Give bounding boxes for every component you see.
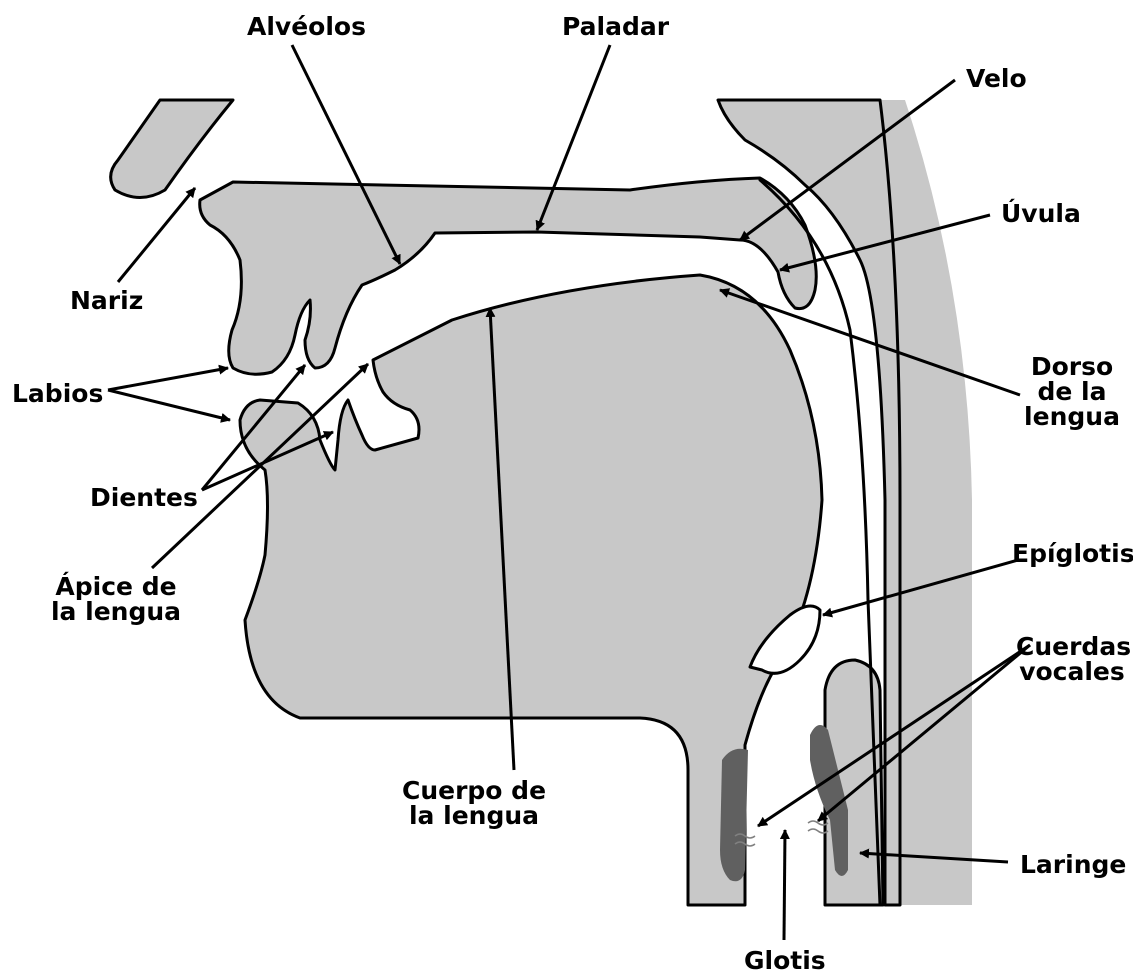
leader-glotis bbox=[784, 830, 785, 940]
label-dorso-line-1: Dorso bbox=[1024, 354, 1120, 379]
label-dorso: Dorso de la lengua bbox=[1024, 354, 1120, 429]
label-uvula: Úvula bbox=[1001, 201, 1081, 226]
label-cuerdas: Cuerdas vocales bbox=[1016, 634, 1128, 684]
label-cuerdas-line-2: vocales bbox=[1016, 659, 1128, 684]
label-dorso-line-2: de la bbox=[1024, 379, 1120, 404]
label-paladar: Paladar bbox=[562, 14, 669, 39]
label-nariz: Nariz bbox=[70, 288, 143, 313]
label-epiglotis: Epíglotis bbox=[1012, 541, 1133, 566]
vocal-fold-front bbox=[720, 749, 748, 882]
label-glotis: Glotis bbox=[744, 948, 826, 973]
label-cuerpo-line-1: Cuerpo de bbox=[400, 778, 548, 803]
label-velo: Velo bbox=[966, 66, 1027, 91]
label-labios: Labios bbox=[12, 381, 103, 406]
leader-labios-lower bbox=[108, 390, 230, 420]
label-cuerpo-line-2: la lengua bbox=[400, 803, 548, 828]
label-apice-line-2: la lengua bbox=[50, 599, 182, 624]
label-apice-line-1: Ápice de bbox=[50, 574, 182, 599]
label-cuerdas-line-1: Cuerdas bbox=[1016, 634, 1128, 659]
label-apice: Ápice de la lengua bbox=[50, 574, 182, 624]
label-cuerpo: Cuerpo de la lengua bbox=[400, 778, 548, 828]
label-laringe: Laringe bbox=[1020, 852, 1126, 877]
label-dientes: Dientes bbox=[90, 485, 198, 510]
leader-labios-upper bbox=[108, 368, 228, 390]
label-alveolos: Alvéolos bbox=[247, 14, 366, 39]
nose-shape bbox=[111, 100, 233, 198]
leader-nariz bbox=[118, 188, 195, 282]
label-dorso-line-3: lengua bbox=[1024, 404, 1120, 429]
